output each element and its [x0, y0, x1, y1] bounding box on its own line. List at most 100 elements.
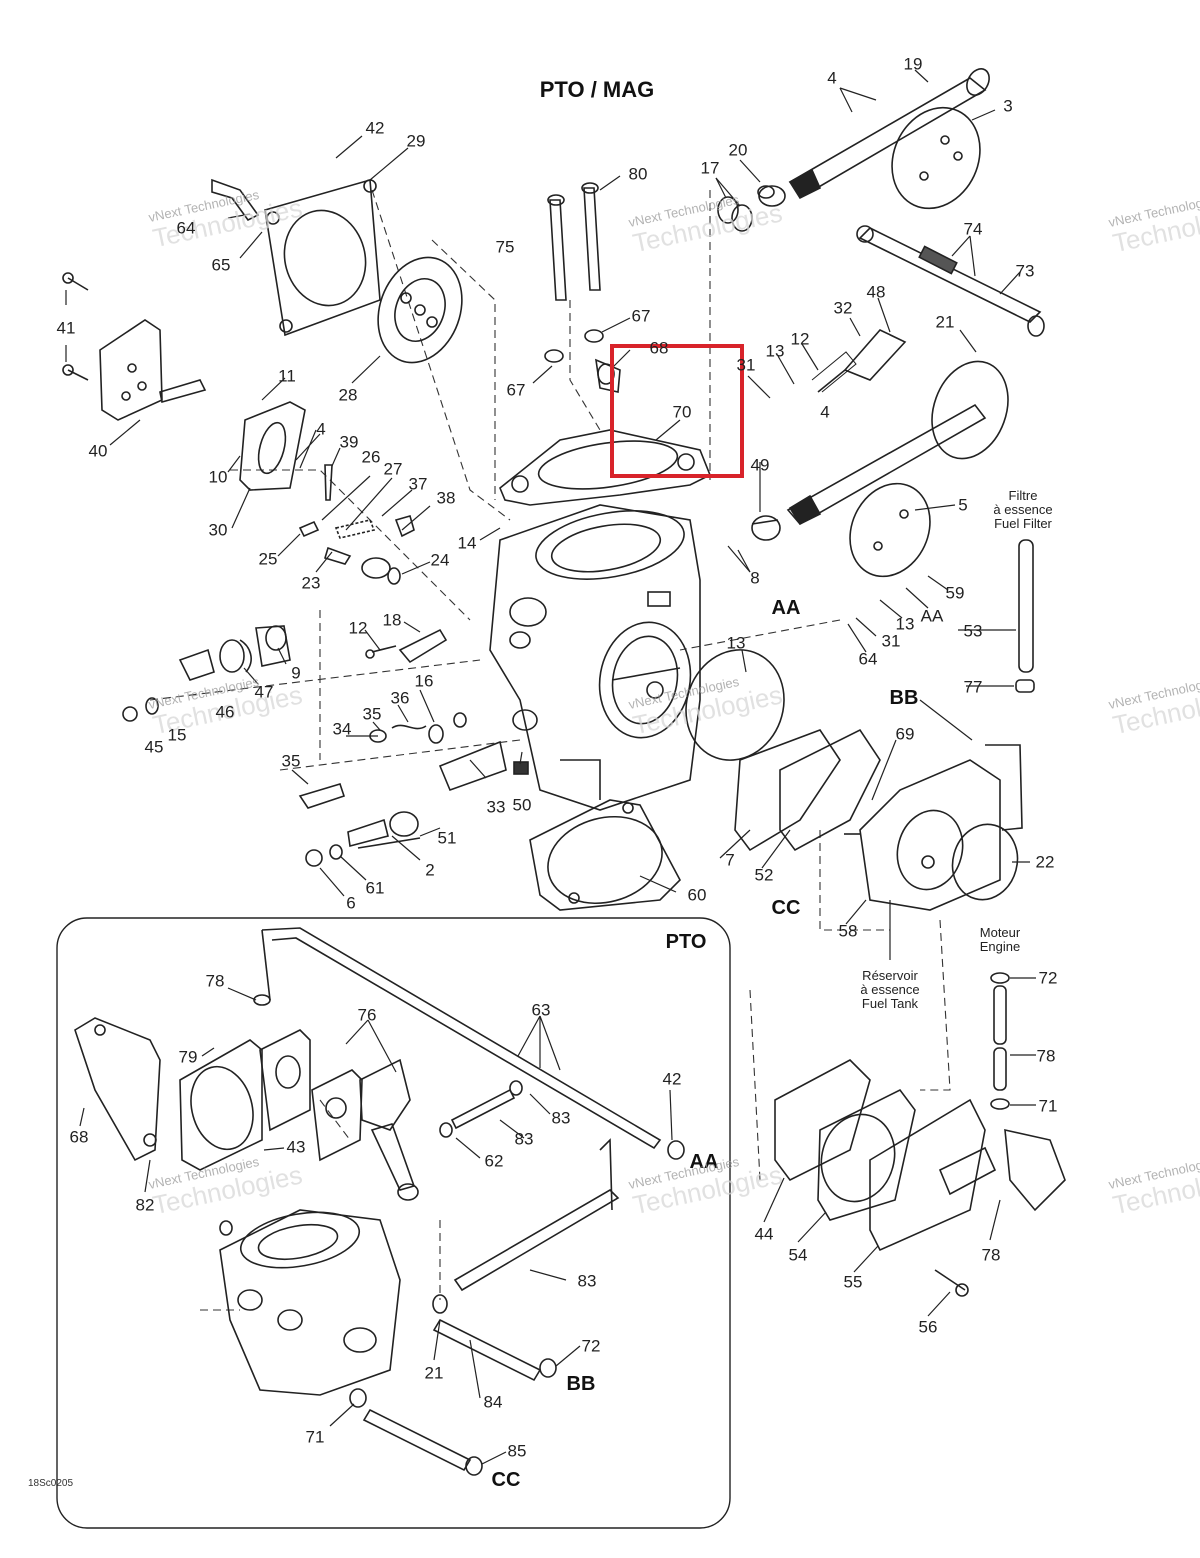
part-number: 13: [726, 633, 746, 653]
pump-cover-58: [951, 823, 1019, 901]
part-number: 49: [750, 455, 770, 475]
connector-aa-inset: AA: [689, 1151, 719, 1173]
part-number: 83: [551, 1108, 571, 1128]
part-number: 22: [1035, 852, 1055, 872]
part-number: 21: [424, 1363, 444, 1383]
part-number: 16: [414, 671, 434, 691]
part-number: 62: [484, 1151, 504, 1171]
hose-71-right: [990, 972, 1010, 1110]
part-number: 32: [833, 298, 853, 318]
pump-gasket-52: [734, 729, 841, 852]
part-number: 35: [281, 751, 301, 771]
part-number: 31: [881, 631, 901, 651]
part-number: 83: [577, 1271, 597, 1291]
part-number: 23: [301, 573, 321, 593]
part-number: 20: [728, 140, 748, 160]
part-number: 9: [291, 663, 301, 683]
part-number: 68: [69, 1127, 89, 1147]
part-number: 65: [211, 255, 231, 275]
part-number: 48: [866, 282, 886, 302]
part-number: 12: [790, 329, 810, 349]
part-number: 36: [390, 688, 410, 708]
needle-parts: [298, 464, 415, 585]
part-number: 30: [208, 520, 228, 540]
part-number: AA: [920, 606, 944, 626]
part-number: 35: [362, 704, 382, 724]
bracket-64b: [365, 628, 448, 664]
pump-parts-lower: [774, 1059, 1066, 1297]
part-number: 60: [687, 885, 707, 905]
leader-lines: [65, 69, 1036, 1465]
screws-41: [62, 272, 89, 381]
part-number: 53: [963, 621, 983, 641]
part-number: 42: [365, 118, 385, 138]
inset-bracket-62: [74, 1017, 161, 1162]
connector-cc-inset: CC: [491, 1469, 521, 1491]
part-number: 83: [514, 1129, 534, 1149]
note-engine-line2: Engine: [979, 939, 1021, 954]
pto-inset-frame: [56, 917, 731, 1529]
part-number: 68: [649, 338, 669, 358]
highlight-box: [610, 344, 744, 478]
part-number: 76: [357, 1005, 377, 1025]
part-number: 7: [725, 850, 735, 870]
part-number: 28: [338, 385, 358, 405]
part-number: 67: [631, 306, 651, 326]
jet-parts-left: [122, 697, 507, 867]
part-number: 78: [981, 1245, 1001, 1265]
part-number: 39: [339, 432, 359, 452]
bushing-20: [757, 185, 786, 207]
part-number: 17: [700, 158, 720, 178]
part-number: 51: [437, 828, 457, 848]
idle-screw-48: [811, 329, 907, 393]
note-fuel-tank-line2: à essence: [860, 982, 920, 997]
throttle-plate-5: [849, 482, 931, 578]
part-number: 73: [1015, 261, 1035, 281]
part-number: 13: [895, 614, 915, 634]
part-number: 79: [178, 1047, 198, 1067]
part-number: 13: [765, 341, 785, 361]
diaphragm-28: [377, 256, 463, 364]
part-number: 8: [750, 568, 760, 588]
part-number: 61: [365, 878, 385, 898]
part-number: 75: [495, 237, 515, 257]
part-number: 54: [788, 1245, 808, 1265]
part-number: 64: [858, 649, 878, 669]
part-number: 59: [945, 583, 965, 603]
part-number: 72: [581, 1336, 601, 1356]
throttle-plate-upper: [891, 106, 981, 210]
part-number: 47: [254, 682, 274, 702]
part-number: 21: [935, 312, 955, 332]
part-number: 70: [672, 402, 692, 422]
part-number: 31: [736, 355, 756, 375]
part-number: 77: [963, 677, 983, 697]
part-number: 41: [56, 318, 76, 338]
part-number: 50: [512, 795, 532, 815]
part-number: 5: [958, 495, 968, 515]
note-fuel-tank-line1: Réservoir: [862, 968, 918, 983]
part-number: 82: [135, 1195, 155, 1215]
part-number: 19: [903, 54, 923, 74]
part-number: 37: [408, 474, 428, 494]
fuel-pump-53: [844, 744, 1023, 911]
part-number: 63: [531, 1000, 551, 1020]
connector-bb-inset: BB: [566, 1373, 596, 1395]
part-number: 72: [1038, 968, 1058, 988]
part-number: 80: [628, 164, 648, 184]
part-number: 26: [361, 447, 381, 467]
screws-80: [547, 182, 601, 301]
part-number: 58: [838, 921, 858, 941]
note-fuel-filter-line1: Filtre: [1008, 488, 1038, 503]
part-number: 43: [286, 1137, 306, 1157]
part-number: 64: [176, 218, 196, 238]
washers-67: [544, 329, 604, 363]
part-number: 34: [332, 719, 352, 739]
part-number: 84: [483, 1392, 503, 1412]
spring-assembly-47: [178, 625, 291, 681]
inset-lever-63: [359, 1058, 419, 1201]
part-number: 4: [820, 402, 830, 422]
part-number: 40: [88, 441, 108, 461]
throttle-shaft-upper: [788, 68, 990, 200]
part-number: 6: [346, 893, 356, 913]
